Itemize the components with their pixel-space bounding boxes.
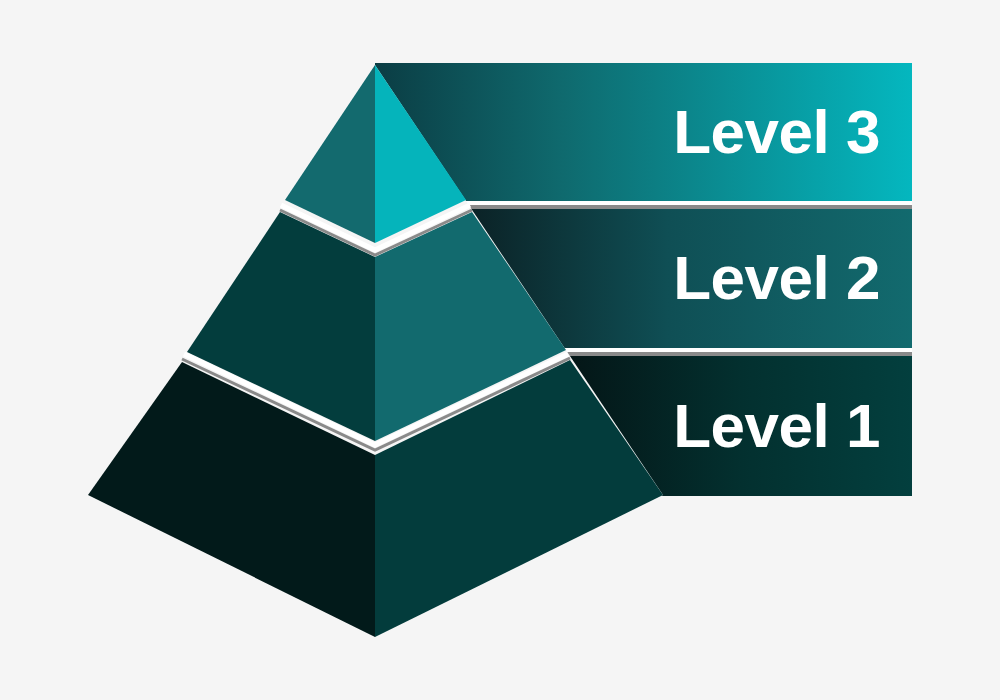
level-label: Level 3 [673, 98, 880, 166]
layer-separator [281, 205, 470, 250]
level-label: Level 2 [673, 244, 880, 312]
pyramid-face [375, 360, 663, 637]
layer-separator [184, 354, 568, 445]
pyramid-ground [88, 65, 663, 637]
level-label: Level 1 [673, 392, 880, 460]
band-fill [375, 63, 912, 201]
layer-separator [280, 210, 472, 255]
pyramid-band: Level 2 [580, 209, 880, 348]
pyramid-band: Level 1 [669, 356, 880, 496]
pyramid-face [88, 362, 375, 637]
layer-separator [182, 358, 570, 450]
pyramid-face [285, 65, 375, 243]
pyramid-band: Level 3 [560, 63, 880, 201]
pyramid-face [375, 65, 466, 243]
